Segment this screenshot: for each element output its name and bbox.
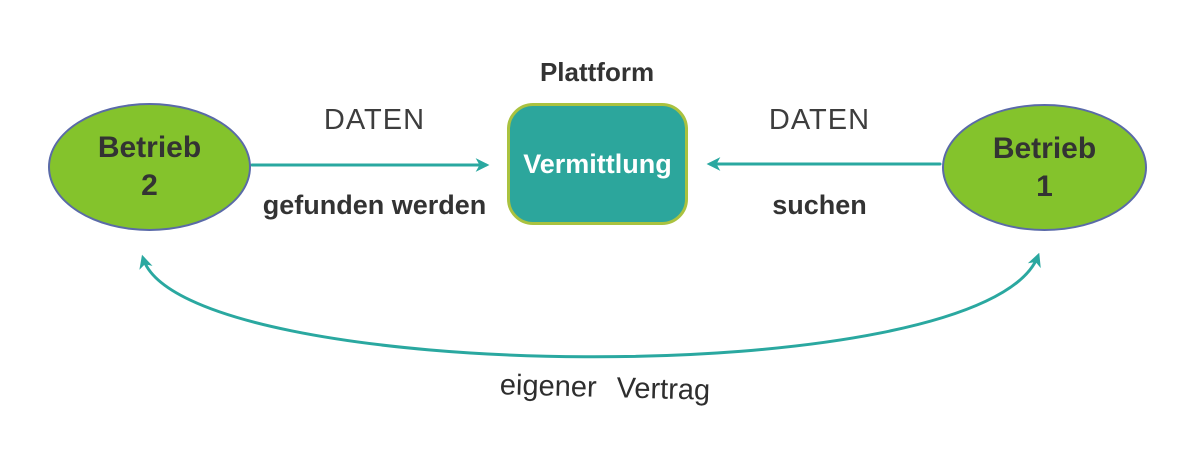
right-arrow-label-daten: DATEN — [768, 104, 871, 136]
ellipse-betrieb-2: Betrieb 2 — [48, 103, 251, 231]
ellipse-betrieb-1-label-line1: Betrieb — [992, 131, 1097, 165]
ellipse-betrieb-2-label-line2: 2 — [141, 169, 158, 202]
vermittlung-box: Vermittlung — [507, 103, 688, 225]
platform-title: Plattform — [539, 57, 655, 87]
contract-arc-label: eigener Vertrag — [499, 369, 711, 407]
left-arrow-label-daten: DATEN — [323, 104, 426, 136]
vermittlung-box-label: Vermittlung — [523, 148, 672, 179]
ellipse-betrieb-1-label-line2: 1 — [1036, 169, 1053, 203]
ellipse-betrieb-1: Betrieb 1 — [942, 104, 1147, 231]
left-arrow-label-gefunden-werden: gefunden werden — [262, 190, 487, 220]
ellipse-betrieb-2-label-line1: Betrieb — [97, 131, 202, 164]
contract-arc-arrow — [139, 252, 1041, 359]
right-arrow-label-suchen: suchen — [772, 190, 867, 220]
